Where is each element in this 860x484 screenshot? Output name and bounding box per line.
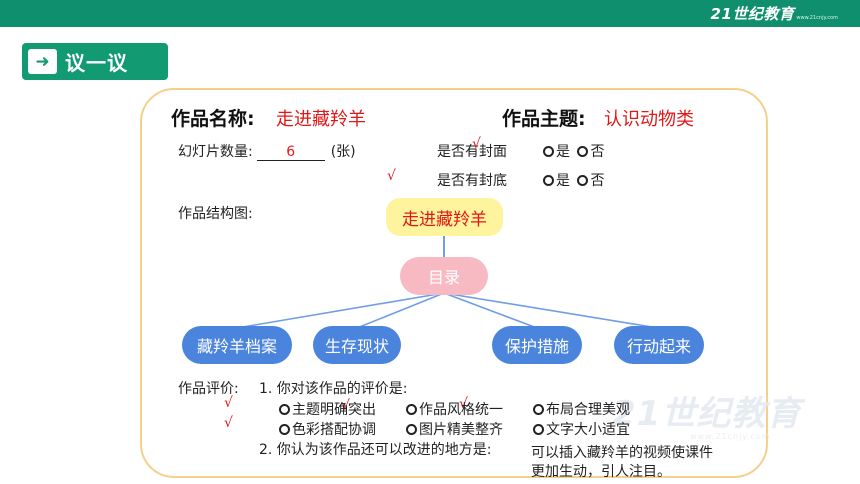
structure-child-node: 保护措施 [492, 326, 582, 364]
back-cover-label: 是否有封底 [437, 173, 507, 189]
evaluation-check-mark: √ [459, 396, 468, 412]
back-cover-check-mark: √ [387, 168, 396, 184]
cover-check-mark: √ [472, 136, 481, 152]
radio-icon [406, 423, 417, 435]
structure-child-node: 藏羚羊档案 [182, 326, 292, 364]
cover-label: 是否有封面 [437, 144, 507, 160]
evaluation-check-mark: √ [341, 398, 350, 414]
cover-options: 是 否 [540, 141, 604, 161]
watermark-url: www.21cnjy.com [690, 432, 771, 441]
improvement-answer-line-2: 更加生动，引人注目。 [531, 464, 671, 480]
top-bar: 21世纪教育 www.21cnjy.com [0, 0, 860, 27]
section-title: 议一议 [65, 51, 128, 75]
slide-count-row: 幻灯片数量: 6 (张) [178, 141, 356, 161]
work-theme-value: 认识动物类 [604, 109, 694, 130]
connector-menu-child-2 [356, 292, 445, 329]
evaluation-question-1: 1. 你对该作品的评价是: [259, 381, 408, 397]
structure-label: 作品结构图: [178, 206, 253, 222]
radio-icon [577, 145, 589, 157]
brand-url: www.21cnjy.com [796, 15, 838, 21]
brand-logo-text: 21世纪教育 [710, 5, 795, 23]
back-cover-options: 是 否 [540, 170, 604, 190]
work-name-value: 走进藏羚羊 [276, 109, 366, 130]
cover-option-yes[interactable]: 是 [540, 141, 570, 161]
evaluation-option[interactable]: 布局合理美观 [530, 399, 630, 419]
evaluation-check-mark: √ [224, 415, 233, 431]
radio-icon [279, 403, 290, 415]
runner-icon: ➜ [28, 49, 57, 74]
back-cover-option-no[interactable]: 否 [574, 170, 604, 190]
connector-menu-child-4 [443, 292, 659, 329]
evaluation-option[interactable]: 主题明确突出 [276, 399, 376, 419]
slide-count-unit: (张) [330, 144, 356, 160]
improvement-answer-line-1: 可以插入藏羚羊的视频使课件 [531, 445, 713, 461]
radio-icon [533, 403, 544, 415]
structure-menu-node: 目录 [400, 257, 488, 295]
work-theme-label: 作品主题: [502, 108, 586, 130]
structure-child-node: 生存现状 [313, 326, 401, 364]
connector-menu-child-3 [443, 292, 538, 329]
radio-icon [533, 423, 544, 435]
radio-icon [577, 174, 589, 186]
section-tag: ➜ 议一议 [22, 43, 168, 80]
evaluation-label: 作品评价: [178, 381, 239, 397]
slide-count-value: 6 [256, 145, 325, 161]
evaluation-option[interactable]: 作品风格统一 [403, 399, 503, 419]
structure-child-node: 行动起来 [614, 326, 704, 364]
evaluation-check-mark: √ [224, 395, 233, 411]
evaluation-option[interactable]: 图片精美整齐 [403, 419, 503, 439]
cover-option-no[interactable]: 否 [574, 141, 604, 161]
watermark-logo: 21世纪教育 [612, 394, 802, 434]
structure-root-node: 走进藏羚羊 [386, 198, 503, 236]
radio-icon [543, 145, 554, 157]
connector-menu-child-1 [236, 292, 445, 329]
evaluation-option[interactable]: 色彩搭配协调 [276, 419, 376, 439]
work-name-label: 作品名称: [171, 108, 255, 130]
radio-icon [406, 403, 417, 415]
evaluation-option[interactable]: 文字大小适宜 [530, 419, 630, 439]
slide-count-label: 幻灯片数量: [178, 144, 253, 160]
back-cover-option-yes[interactable]: 是 [540, 170, 570, 190]
radio-icon [279, 423, 290, 435]
brand-logo: 21世纪教育 www.21cnjy.com [711, 3, 838, 24]
evaluation-question-2: 2. 你认为该作品还可以改进的地方是: [259, 442, 492, 458]
radio-icon [543, 174, 554, 186]
